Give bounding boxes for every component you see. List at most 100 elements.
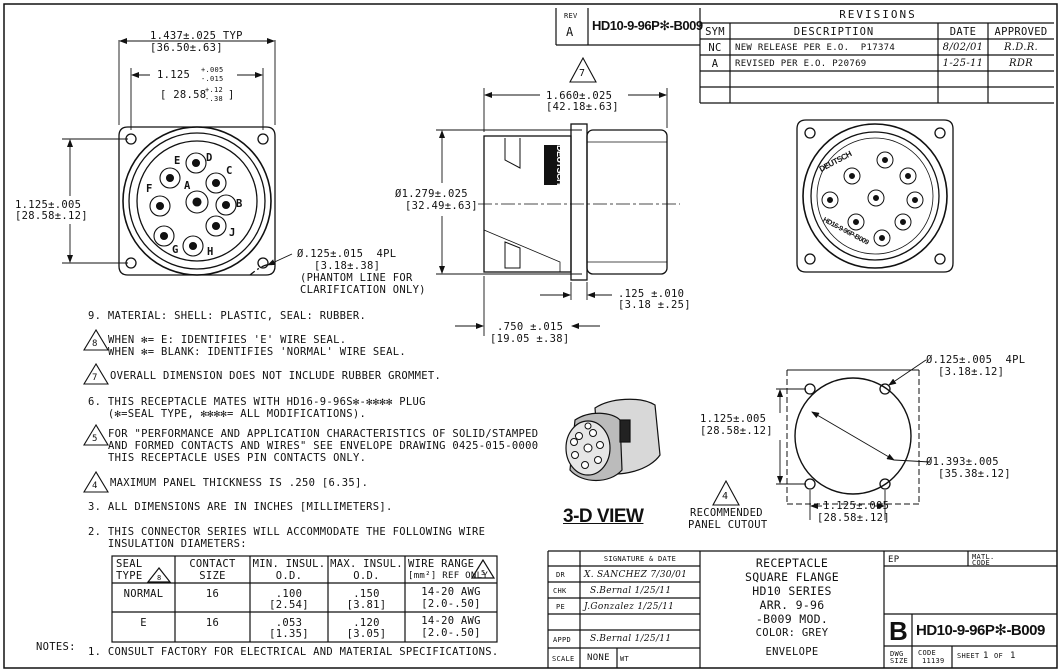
- cutout-dim-height: 1.125±.005: [700, 413, 767, 425]
- rear-view: [796, 119, 954, 273]
- dwg-number: HD10-9-96P✻-B009: [916, 622, 1045, 639]
- note-6-line1: 6. THIS RECEPTACLE MATES WITH HD16-9-96S…: [88, 396, 426, 408]
- wire-table-header-seal-type: TYPE: [116, 570, 143, 582]
- flag-4-number: 4: [722, 491, 729, 502]
- flag-7-number: 7: [579, 68, 586, 79]
- side-dim-flange: .125 ±.010: [618, 288, 685, 300]
- wire-table-flag-5: 5: [481, 569, 486, 577]
- wire-table-header-range: WIRE RANGE: [408, 558, 475, 570]
- scale-label: SCALE: [552, 655, 575, 663]
- front-flange: [118, 126, 276, 276]
- matl-label: MATL.: [972, 553, 995, 561]
- title-line4: ARR. 9-96: [759, 598, 825, 612]
- note-7: OVERALL DIMENSION DOES NOT INCLUDE RUBBE…: [110, 370, 442, 382]
- note-5-line3: THIS RECEPTACLE USES PIN CONTACTS ONLY.: [108, 452, 367, 464]
- front-dim-width-mm: [36.50±.63]: [150, 42, 223, 54]
- wire-table-header-min: MIN. INSUL.: [252, 558, 326, 570]
- note-8-line1: WHEN ✻= E: IDENTIFIES 'E' WIRE SEAL.: [108, 334, 347, 346]
- front-view: [62, 38, 293, 276]
- rear-flange: [796, 119, 954, 273]
- front-pins: [149, 152, 237, 257]
- front-mount-hole: [257, 133, 269, 145]
- wire-table-header-range-ref: [mm²] REF ONLY: [408, 571, 489, 581]
- dwg-size-label-size: SIZE: [890, 657, 909, 665]
- cutout-caption-line2: PANEL CUTOUT: [688, 519, 768, 531]
- rev-row-description: REVISED PER E.O. P20769: [735, 59, 867, 69]
- front-body-mid: [128, 132, 266, 270]
- header-part-number: HD10-9-96P✻-B009: [592, 18, 703, 33]
- wire-table-header-max: MAX. INSUL.: [330, 558, 403, 570]
- ep-label: EP: [888, 555, 900, 565]
- appd-value: S.Bernal 1/25/11: [590, 634, 672, 644]
- front-dim-width: 1.437±.025 TYP: [150, 30, 243, 42]
- rev-row-sym: A: [711, 58, 719, 70]
- rev-col-description: DESCRIPTION: [793, 26, 875, 38]
- title-line2: SQUARE FLANGE: [745, 570, 839, 584]
- wire-table-header-min-od: O.D.: [275, 570, 303, 582]
- rev-label: REV: [564, 12, 578, 20]
- rev-row-sym: NC: [708, 42, 722, 54]
- header-grid: [555, 8, 1054, 104]
- rev-col-approved: APPROVED: [994, 26, 1048, 38]
- title-line7: ENVELOPE: [765, 646, 819, 658]
- front-body-outer: [122, 126, 272, 276]
- side-dim-length-mm: [42.18±.63]: [546, 101, 619, 113]
- note-4: MAXIMUM PANEL THICKNESS IS .250 [6.35].: [110, 477, 369, 489]
- wire-row-awg: 14-20 AWG: [421, 615, 481, 627]
- code-value: 11139: [922, 657, 945, 665]
- dwg-size-label: DWG: [890, 650, 904, 658]
- title-line6: COLOR: GREY: [755, 627, 829, 639]
- side-dim-diameter: Ø1.279±.025: [395, 188, 468, 200]
- wire-row-max: .150: [353, 588, 380, 600]
- front-hole-callout: Ø.125±.015 4PL: [297, 248, 397, 260]
- rev-row-date: 8/02/01: [942, 42, 984, 53]
- phantom-line: [249, 263, 276, 276]
- of-label: OF: [994, 652, 1004, 660]
- wire-row-max: .120: [353, 617, 380, 629]
- front-dim-spacing-tol-plus: +.005: [201, 66, 224, 74]
- pin-label-d: D: [206, 152, 213, 164]
- cutout-dim-height-mm: [28.58±.12]: [700, 425, 773, 437]
- wire-row-contact: 16: [205, 617, 220, 629]
- pin-label-h: H: [207, 246, 214, 258]
- code-label: CODE: [918, 649, 937, 657]
- side-flange: [570, 123, 588, 281]
- dr-label: DR: [556, 571, 566, 579]
- note-5-flag: 5: [92, 434, 98, 444]
- wire-row-min-mm: [2.54]: [269, 599, 309, 611]
- note-7-flag: 7: [92, 373, 98, 383]
- wire-row-mm2: [2.0-.50]: [421, 627, 481, 639]
- front-body-inner: [136, 140, 258, 262]
- panel-cutout: [776, 359, 931, 520]
- wire-row-awg: 14-20 AWG: [421, 586, 481, 598]
- side-view: [436, 88, 680, 336]
- pe-value: J.Gonzalez 1/25/11: [584, 602, 675, 612]
- notes-label: NOTES:: [36, 641, 76, 653]
- front-dim-spacing-mm-end: ]: [228, 89, 235, 101]
- rev-row-description: NEW RELEASE PER E.O. P17374: [735, 43, 896, 53]
- front-dim-height: 1.125±.005: [15, 199, 82, 211]
- dr-value: X. SANCHEZ 7/30/01: [584, 570, 688, 580]
- rev-value: A: [566, 25, 574, 39]
- note-flag-7: [569, 56, 597, 83]
- front-dim-height-mm: [28.58±.12]: [15, 210, 88, 222]
- front-dim-spacing-mm-tol-plus: +.12: [205, 86, 224, 94]
- wire-row-seal: NORMAL: [123, 588, 164, 600]
- side-dim-length: 1.660±.025: [546, 90, 613, 102]
- title-line3: HD10 SERIES: [752, 584, 832, 598]
- note-8-line2: WHEN ✻= BLANK: IDENTIFIES 'NORMAL' WIRE …: [108, 346, 406, 358]
- wt-label: WT: [620, 655, 630, 663]
- signature-header: SIGNATURE & DATE: [603, 555, 677, 563]
- note-5-line1: FOR "PERFORMANCE AND APPLICATION CHARACT…: [108, 428, 539, 440]
- pin-label-c: C: [226, 165, 233, 177]
- sheet-border: [3, 3, 1058, 669]
- note-4-flag: 4: [92, 481, 98, 491]
- scale-value: NONE: [587, 653, 610, 663]
- side-dim-diameter-mm: [32.49±.63]: [405, 200, 478, 212]
- cutout-dim-width: 1.125±.005: [823, 500, 890, 512]
- front-hole-callout-mm: [3.18±.38]: [314, 260, 381, 272]
- title-block-grid: [547, 550, 1057, 668]
- of-value: 1: [1010, 651, 1016, 661]
- cutout-hole-callout: Ø.125±.005 4PL: [926, 354, 1026, 366]
- front-dim-spacing-mm-tol-minus: -.38: [205, 95, 224, 103]
